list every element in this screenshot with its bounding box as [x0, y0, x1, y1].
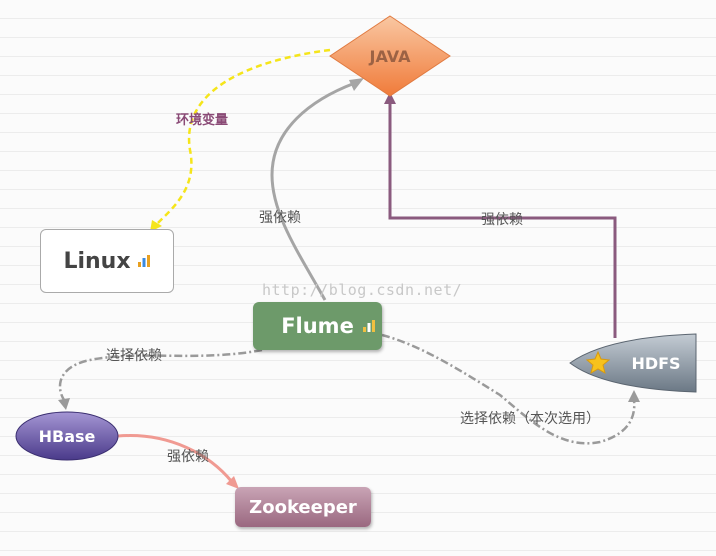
- edge-label-hbase-zookeeper: 强依赖: [167, 449, 209, 465]
- bar-chart-icon: [363, 320, 375, 332]
- edge-hbase-zookeeper-arrowhead: [226, 476, 239, 489]
- edge-hdfs-java: [388, 103, 617, 338]
- flume-label: Flume: [281, 314, 354, 338]
- java-node[interactable]: [329, 15, 451, 97]
- edge-label-flume-hdfs: 选择依赖（本次选用）: [460, 411, 600, 427]
- edge-java-linux: [154, 48, 331, 227]
- flume-node[interactable]: Flume: [253, 302, 382, 350]
- edge-flume-hdfs-arrowhead: [628, 390, 640, 402]
- bar-chart-icon: [137, 255, 150, 267]
- edge-label-flume-hbase: 选择依赖: [106, 348, 162, 364]
- edge-hbase-zookeeper: [117, 434, 234, 483]
- edge-label-flume-java: 强依赖: [259, 210, 301, 226]
- linux-node[interactable]: Linux: [40, 229, 174, 293]
- hdfs-node[interactable]: [569, 333, 697, 393]
- hbase-node[interactable]: [15, 411, 119, 461]
- hdfs-label: HDFS: [631, 354, 680, 373]
- edge-flume-java-arrowhead: [349, 78, 364, 91]
- edge-flume-hbase: [58, 348, 263, 401]
- edge-label-java-linux: 环境变量: [176, 112, 228, 128]
- hbase-label: HBase: [39, 427, 96, 446]
- edge-flume-hbase-arrowhead: [58, 398, 70, 410]
- edge-label-hdfs-java: 强依赖: [481, 212, 523, 228]
- watermark: http://blog.csdn.net/: [262, 281, 463, 299]
- java-label: JAVA: [369, 47, 412, 66]
- edge-flume-java: [270, 81, 356, 301]
- linux-label: Linux: [63, 248, 131, 274]
- zookeeper-node[interactable]: Zookeeper: [235, 487, 371, 527]
- star-icon: [585, 350, 611, 375]
- edge-flume-hdfs: [381, 333, 636, 445]
- edge-hdfs-java-arrowhead: [384, 92, 396, 104]
- zookeeper-label: Zookeeper: [249, 496, 357, 518]
